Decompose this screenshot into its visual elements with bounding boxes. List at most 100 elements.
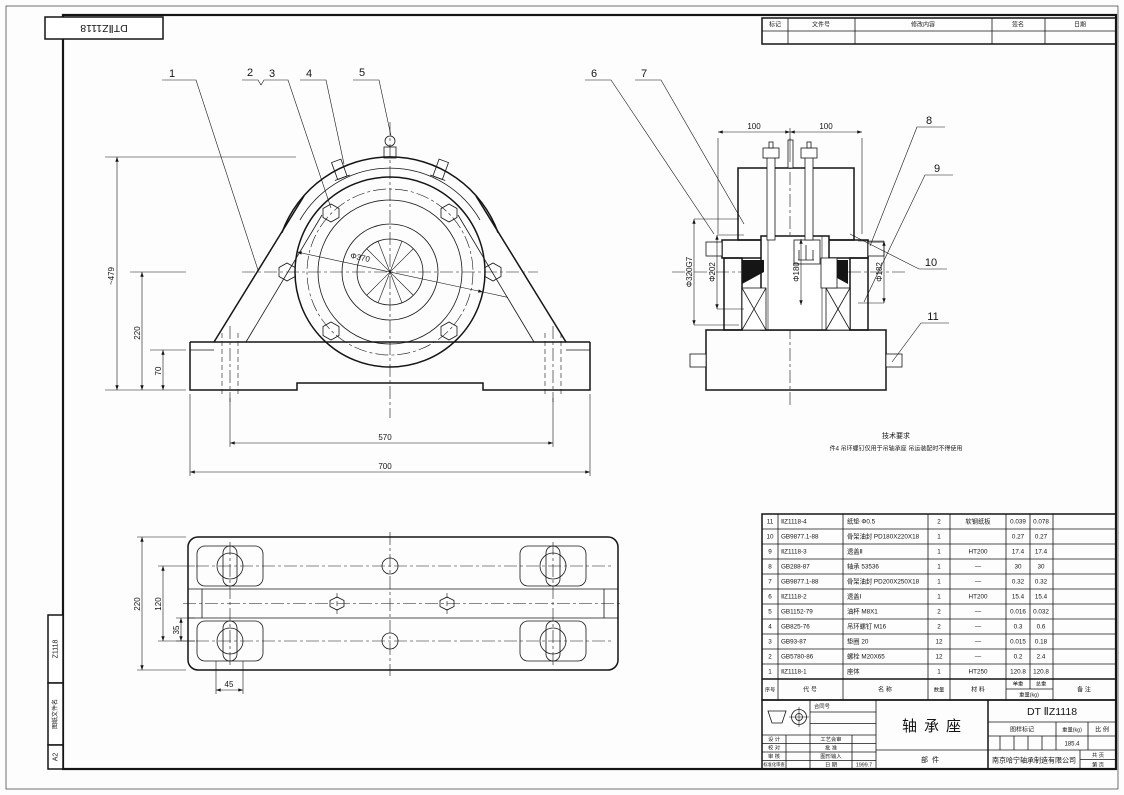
svg-text:30: 30 [1037,564,1045,571]
svg-text:0.015: 0.015 [1010,639,1026,646]
svg-text:ⅡZ1118-3: ⅡZ1118-3 [781,549,807,556]
front-view-dims: ~479 220 70 570 700 Φ370 [105,156,591,476]
bolt-hex-icon [278,203,502,341]
svg-text:8: 8 [768,564,772,571]
callout-5: 5 [359,67,365,79]
bom-h-weight: 重量(kg) [1019,690,1039,698]
contract-label: 合同号 [814,702,830,710]
base-nut-right [885,353,903,368]
svg-text:软钢纸板: 软钢纸板 [965,517,991,526]
dim-plan-depth: 220 [133,597,142,611]
svg-text:1: 1 [937,594,941,601]
foot-slot [196,620,264,662]
svg-text:HT200: HT200 [969,549,988,556]
svg-text:0.6: 0.6 [1037,624,1046,631]
callout-1: 1 [169,68,175,80]
drawing-number: DT ⅡZ1118 [1027,706,1077,718]
svg-text:0.3: 0.3 [1014,624,1023,631]
sheet-frame [5,5,1119,790]
company-name: 南京哈宁轴承制造有限公司 [992,755,1076,764]
bom-h-unit: 单重 [1013,679,1024,687]
strip-file-no: Z1118 [52,639,59,658]
projection-symbol-icon [767,707,809,727]
rev-header: 签名 [1012,21,1024,29]
revision-table: 标记 文件号 修改内容 签名 日期 [761,17,1117,45]
svg-text:2: 2 [937,624,941,631]
side-nut-left [705,241,723,257]
plan-view [183,532,623,676]
svg-text:1: 1 [937,549,941,556]
bom-h-qty: 数量 [934,685,945,693]
svg-text:1: 1 [937,564,941,571]
dim-slot-rows: 120 [154,597,163,611]
svg-text:骨架油封 PD180X220X18: 骨架油封 PD180X220X18 [847,532,920,541]
mark-label: 图样标记 [1010,726,1034,734]
dim-base-width: 700 [378,462,392,471]
section-view-dims: 100 100 Φ320G7 Φ202 Φ180 Φ182 [685,122,886,326]
cap-bolt-icon [429,158,449,181]
front-view [189,122,591,418]
svg-text:12: 12 [935,639,943,646]
svg-text:—: — [975,624,982,631]
svg-text:—: — [975,654,982,661]
tb-mid-row: 日 期 [825,761,837,768]
dim-overall-height: ~479 [107,266,116,285]
svg-text:0.078: 0.078 [1033,519,1049,526]
svg-text:1: 1 [937,534,941,541]
svg-text:—: — [975,564,982,571]
base-nut-left [689,353,707,368]
strip-file-label: 图纸文件名 [51,699,59,729]
svg-text:HT250: HT250 [969,669,988,676]
svg-text:—: — [975,579,982,586]
svg-text:1: 1 [937,669,941,676]
svg-text:17.4: 17.4 [1035,549,1048,556]
foot-slot [196,545,264,587]
callout-10: 10 [925,257,937,269]
bom-h-name: 名 称 [878,686,892,694]
svg-text:0.18: 0.18 [1035,639,1048,646]
dim-shaft-dia: Φ180 [792,262,801,282]
bom-h-note: 备 注 [1077,686,1091,694]
svg-text:2: 2 [937,609,941,616]
tech-note-line: 件4 吊环螺钉仅用于吊轴承座 吊运装配时不得使用 [830,445,963,453]
svg-text:10: 10 [766,534,774,541]
weight-label: 重量(kg) [1062,725,1082,733]
svg-text:吊环螺钉 M16: 吊环螺钉 M16 [847,622,887,631]
tb-left-row: 校 对 [768,743,781,751]
dim-foot-height: 70 [154,366,163,375]
dim-seal-bore: Φ202 [708,262,717,282]
svg-text:—: — [975,609,982,616]
svg-text:0.016: 0.016 [1010,609,1026,616]
svg-text:30: 30 [1014,564,1022,571]
svg-text:17.4: 17.4 [1012,549,1025,556]
callout-9: 9 [934,163,940,175]
svg-text:12: 12 [935,654,943,661]
svg-text:5: 5 [768,609,772,616]
svg-text:轴承 53536: 轴承 53536 [847,562,879,571]
tb-mid-row: 图形输入 [820,752,842,760]
tech-note: 技术要求 件4 吊环螺钉仅用于吊轴承座 吊运装配时不得使用 [830,431,963,453]
scale-label: 比 例 [1095,726,1109,734]
svg-text:透盖Ⅰ: 透盖Ⅰ [847,592,862,601]
svg-text:15.4: 15.4 [1012,594,1025,601]
tb-date-value: 1999.7 [856,762,872,768]
bom-h-seq: 序号 [765,685,776,693]
callout-7: 7 [641,68,647,80]
part-callouts: 1 2 3 4 5 6 7 8 9 10 11 [162,67,953,363]
svg-text:GB9877.1-88: GB9877.1-88 [781,579,819,586]
foot-slot [519,620,587,662]
svg-text:1: 1 [937,579,941,586]
svg-text:120.8: 120.8 [1010,669,1026,676]
svg-text:0.039: 0.039 [1010,519,1026,526]
svg-text:120.8: 120.8 [1033,669,1049,676]
svg-text:透盖Ⅱ: 透盖Ⅱ [847,547,863,556]
dim-stud-right: 100 [819,122,833,131]
svg-text:纸垫 Φ0.5: 纸垫 Φ0.5 [847,517,876,526]
eyebolt-icon [383,135,397,159]
sheet-number: 第 页 [1092,760,1104,768]
svg-text:0.27: 0.27 [1012,534,1025,541]
svg-text:0.27: 0.27 [1035,534,1048,541]
bom-h-total: 总重 [1036,679,1047,687]
bom-h-mat: 材 料 [971,686,985,694]
